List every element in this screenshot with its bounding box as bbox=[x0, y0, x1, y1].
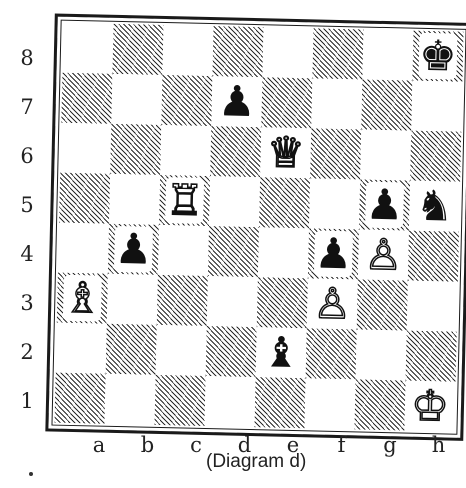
square-e1 bbox=[254, 377, 305, 428]
white-queen-icon: ♕ bbox=[260, 127, 311, 178]
black-pawn-icon: ♟ bbox=[108, 224, 159, 275]
black-pawn-icon: ♟ bbox=[308, 228, 359, 279]
square-d4 bbox=[208, 226, 259, 277]
square-g5: ♟ bbox=[359, 179, 410, 230]
square-g4: ♙ bbox=[358, 229, 409, 280]
square-h4 bbox=[408, 231, 459, 282]
square-d8 bbox=[212, 26, 263, 77]
square-h2 bbox=[406, 331, 457, 382]
square-a2 bbox=[56, 323, 107, 374]
square-c6 bbox=[160, 125, 211, 176]
square-c3 bbox=[157, 275, 208, 326]
black-pawn-icon: ♟ bbox=[211, 76, 262, 127]
square-e4 bbox=[258, 227, 309, 278]
square-d6 bbox=[210, 126, 261, 177]
square-e8 bbox=[262, 27, 313, 78]
rank-label-7: 7 bbox=[14, 95, 40, 119]
chess-board: ♚♟♕♖♟♞♟♟♙♗♙♝♔ bbox=[55, 23, 464, 432]
white-bishop-icon: ♗ bbox=[57, 273, 108, 324]
square-d1 bbox=[204, 376, 255, 427]
white-king-icon: ♔ bbox=[404, 381, 455, 432]
square-g7 bbox=[361, 80, 412, 131]
square-b5 bbox=[109, 174, 160, 225]
rank-label-6: 6 bbox=[14, 144, 40, 168]
square-f6 bbox=[310, 128, 361, 179]
square-h1: ♔ bbox=[404, 381, 455, 432]
black-bishop-icon: ♝ bbox=[256, 327, 307, 378]
rank-label-5: 5 bbox=[14, 193, 40, 217]
square-b7 bbox=[111, 74, 162, 125]
square-c1 bbox=[155, 375, 206, 426]
square-e6: ♕ bbox=[260, 127, 311, 178]
rank-label-8: 8 bbox=[14, 46, 40, 70]
rank-label-3: 3 bbox=[14, 291, 40, 315]
black-pawn-icon: ♟ bbox=[359, 179, 410, 230]
rank-label-4: 4 bbox=[14, 242, 40, 266]
square-d3 bbox=[207, 276, 258, 327]
square-d2 bbox=[206, 326, 257, 377]
square-c5: ♖ bbox=[159, 175, 210, 226]
black-knight-icon: ♞ bbox=[409, 181, 460, 232]
chess-diagram: ♚♟♕♖♟♞♟♟♙♗♙♝♔ bbox=[46, 14, 463, 433]
square-g1 bbox=[354, 379, 405, 430]
stray-mark bbox=[29, 472, 33, 476]
rank-label-1: 1 bbox=[14, 389, 40, 413]
board-frame: ♚♟♕♖♟♞♟♟♙♗♙♝♔ bbox=[45, 14, 466, 441]
square-b1 bbox=[105, 374, 156, 425]
white-pawn-icon: ♙ bbox=[358, 229, 409, 280]
diagram-caption: (Diagram d) bbox=[206, 451, 306, 473]
square-g3 bbox=[357, 279, 408, 330]
square-f2 bbox=[306, 328, 357, 379]
square-d5 bbox=[209, 176, 260, 227]
square-e5 bbox=[259, 177, 310, 228]
square-b6 bbox=[110, 124, 161, 175]
square-a5 bbox=[59, 173, 110, 224]
square-b8 bbox=[112, 24, 163, 75]
square-e3 bbox=[257, 277, 308, 328]
black-king-icon: ♚ bbox=[412, 31, 463, 82]
square-b3 bbox=[107, 274, 158, 325]
file-label-h: h bbox=[424, 433, 454, 457]
square-a3: ♗ bbox=[57, 273, 108, 324]
square-g6 bbox=[360, 129, 411, 180]
white-pawn-icon: ♙ bbox=[307, 278, 358, 329]
square-e7 bbox=[261, 77, 312, 128]
file-label-a: a bbox=[84, 433, 114, 457]
file-label-f: f bbox=[327, 433, 357, 457]
square-f3: ♙ bbox=[307, 278, 358, 329]
file-label-b: b bbox=[133, 433, 163, 457]
square-e2: ♝ bbox=[256, 327, 307, 378]
square-f4: ♟ bbox=[308, 228, 359, 279]
square-a1 bbox=[55, 373, 106, 424]
square-c2 bbox=[156, 325, 207, 376]
square-f1 bbox=[304, 378, 355, 429]
square-c4 bbox=[158, 225, 209, 276]
rank-label-2: 2 bbox=[14, 340, 40, 364]
white-rook-icon: ♖ bbox=[159, 175, 210, 226]
square-h5: ♞ bbox=[409, 181, 460, 232]
square-c8 bbox=[162, 25, 213, 76]
square-g2 bbox=[356, 329, 407, 380]
square-h3 bbox=[407, 281, 458, 332]
square-f5 bbox=[309, 178, 360, 229]
square-h7 bbox=[411, 81, 462, 132]
square-f8 bbox=[312, 28, 363, 79]
square-c7 bbox=[161, 75, 212, 126]
square-d7: ♟ bbox=[211, 76, 262, 127]
square-h6 bbox=[410, 131, 461, 182]
square-a7 bbox=[61, 73, 112, 124]
square-h8: ♚ bbox=[412, 31, 463, 82]
file-label-g: g bbox=[375, 433, 405, 457]
square-g8 bbox=[362, 30, 413, 81]
square-f7 bbox=[311, 78, 362, 129]
square-a8 bbox=[62, 23, 113, 74]
square-a6 bbox=[60, 123, 111, 174]
square-b4: ♟ bbox=[108, 224, 159, 275]
square-a4 bbox=[58, 223, 109, 274]
square-b2 bbox=[106, 324, 157, 375]
